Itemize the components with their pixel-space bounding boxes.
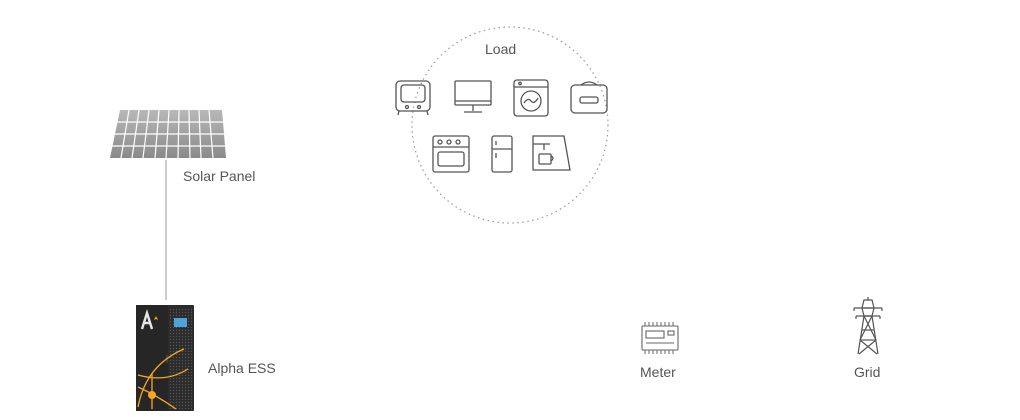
solar-to-ess-line — [165, 160, 167, 300]
microwave-icon — [570, 81, 608, 114]
load-group — [405, 20, 615, 230]
tv-icon — [395, 80, 431, 116]
oven-icon — [432, 135, 470, 173]
solar-panel — [108, 108, 228, 160]
alpha-ess-label: Alpha ESS — [208, 360, 276, 376]
solar-panel-icon — [110, 109, 226, 159]
solar-panel-label: Solar Panel — [183, 168, 256, 184]
washing-machine-icon — [513, 79, 549, 117]
alpha-ess-cabinet — [136, 305, 194, 411]
load-boundary — [411, 26, 609, 224]
alpha-ess-logo — [140, 308, 158, 330]
coffee-machine-icon — [532, 135, 571, 171]
monitor-icon — [454, 80, 492, 113]
fridge-icon — [491, 135, 513, 173]
load-label: Load — [485, 41, 517, 57]
grid-label: Grid — [854, 364, 881, 380]
meter-icon — [641, 322, 679, 354]
grid-tower-icon — [853, 297, 883, 355]
meter-label: Meter — [640, 364, 676, 380]
